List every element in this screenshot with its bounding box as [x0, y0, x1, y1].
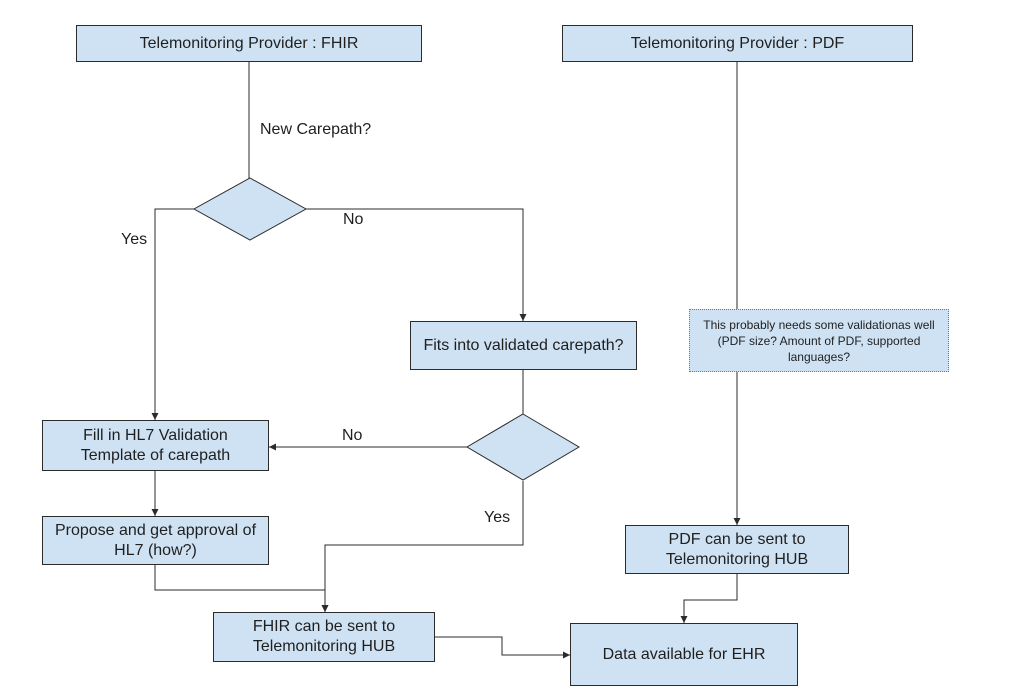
node-propose-hl7: Propose and get approval of HL7 (how?)	[42, 516, 269, 565]
node-fhir-sent: FHIR can be sent to Telemonitoring HUB	[213, 612, 435, 662]
label-new-carepath: New Carepath?	[260, 121, 372, 138]
decision-new-carepath	[192, 177, 308, 241]
decision-fits-validated	[466, 413, 580, 481]
node-data-ehr: Data available for EHR	[570, 623, 798, 686]
node-provider-fhir: Telemonitoring Provider : FHIR	[76, 25, 422, 62]
edge-propose-to-fhirsent	[154, 565, 329, 612]
label-no-decision1: No	[343, 211, 364, 228]
node-fits-validated: Fits into validated carepath?	[410, 321, 637, 370]
note-pdf-validation: This probably needs some validationas we…	[689, 309, 949, 372]
label-no-decision2: No	[342, 427, 363, 444]
edge-fhirsent-to-ehr	[435, 636, 570, 659]
label-yes-decision2: Yes	[484, 509, 511, 526]
edge-decision1-no	[306, 208, 527, 321]
node-fill-hl7: Fill in HL7 Validation Template of carep…	[42, 420, 269, 471]
label-yes-decision1: Yes	[121, 231, 148, 248]
node-provider-pdf: Telemonitoring Provider : PDF	[562, 25, 913, 62]
edge-decision1-yes	[151, 208, 194, 420]
edge-pdfsent-to-ehr	[680, 574, 738, 623]
edge-decision2-yes	[321, 481, 524, 612]
node-pdf-sent: PDF can be sent to Telemonitoring HUB	[625, 525, 849, 574]
